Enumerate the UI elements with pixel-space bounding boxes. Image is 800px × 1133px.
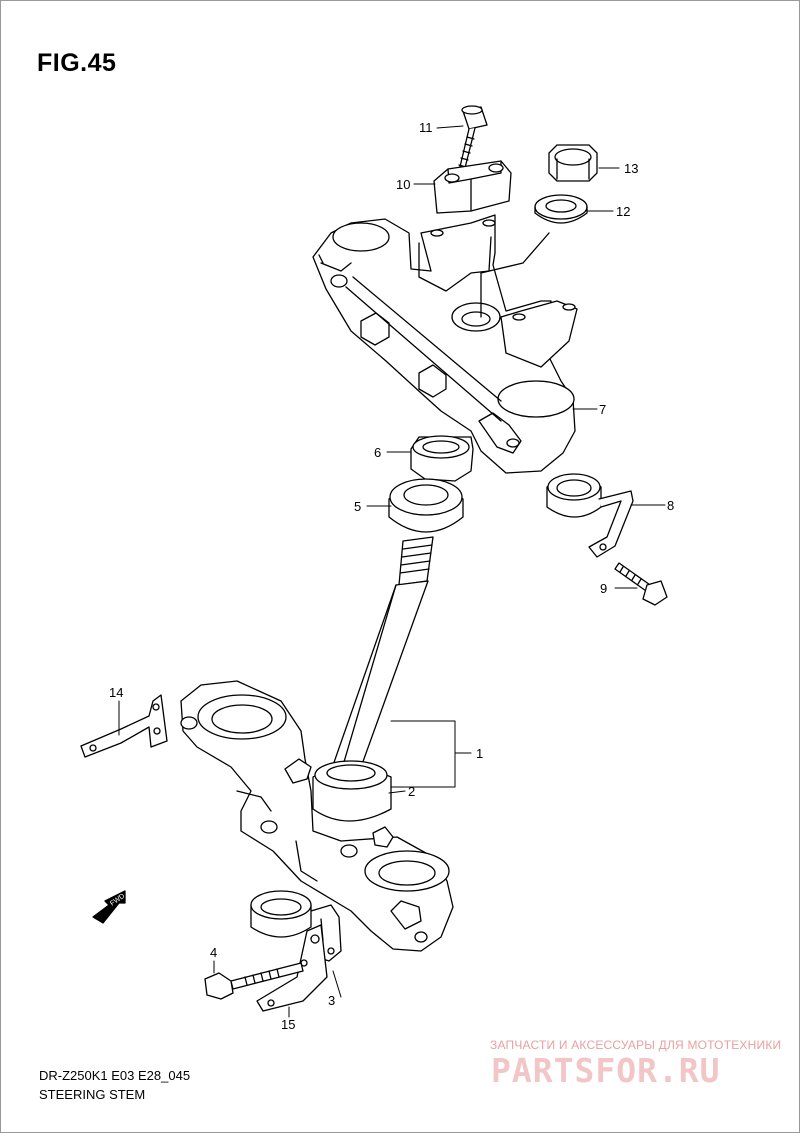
callout-7: 7 <box>599 402 606 417</box>
part-13-stem-nut <box>548 144 598 182</box>
watermark-logo: PARTSFOR.RU <box>491 1051 721 1090</box>
model-code: DR-Z250K1 E03 E28_045 <box>39 1068 191 1083</box>
callout-9: 9 <box>600 581 607 596</box>
part-8-hose-guide <box>546 473 634 558</box>
part-6-lock-nut <box>410 435 474 482</box>
callout-labels: 11 10 13 12 7 6 5 8 9 1 2 3 4 14 15 <box>109 120 674 1032</box>
callout-2: 2 <box>408 784 415 799</box>
callout-4: 4 <box>210 945 217 960</box>
callout-10: 10 <box>396 177 410 192</box>
callout-5: 5 <box>354 499 361 514</box>
watermark-text: ЗАПЧАСТИ И АКСЕССУАРЫ ДЛЯ МОТОТЕХНИКИ <box>490 1038 782 1052</box>
callout-3: 3 <box>328 993 335 1008</box>
leader-lines <box>118 125 666 1018</box>
fwd-arrow-icon: FWD <box>92 890 126 924</box>
part-12-washer <box>534 194 588 224</box>
part-10-handlebar-holder-cap <box>433 160 512 214</box>
part-14-bracket <box>80 694 168 758</box>
part-4-bolt <box>204 962 304 1000</box>
callout-11: 11 <box>419 120 433 135</box>
part-2-lower-bearing <box>312 760 392 822</box>
part-1-steering-stem <box>330 536 434 782</box>
part-3-hose-guide <box>250 890 342 962</box>
callout-8: 8 <box>667 498 674 513</box>
diagram-caption: STEERING STEM <box>39 1087 146 1102</box>
callout-12: 12 <box>616 204 630 219</box>
lower-steering-bracket <box>180 680 454 952</box>
part-9-bolt <box>614 562 668 606</box>
callout-13: 13 <box>624 161 638 176</box>
callout-1: 1 <box>476 746 483 761</box>
callout-6: 6 <box>374 445 381 460</box>
callout-14: 14 <box>109 685 123 700</box>
callout-15: 15 <box>281 1017 295 1032</box>
part-7-upper-steering-bracket <box>312 214 578 474</box>
part-5-bearing <box>388 478 464 533</box>
part-11-bolt <box>458 105 488 173</box>
figure-title: FIG.45 <box>37 49 117 77</box>
